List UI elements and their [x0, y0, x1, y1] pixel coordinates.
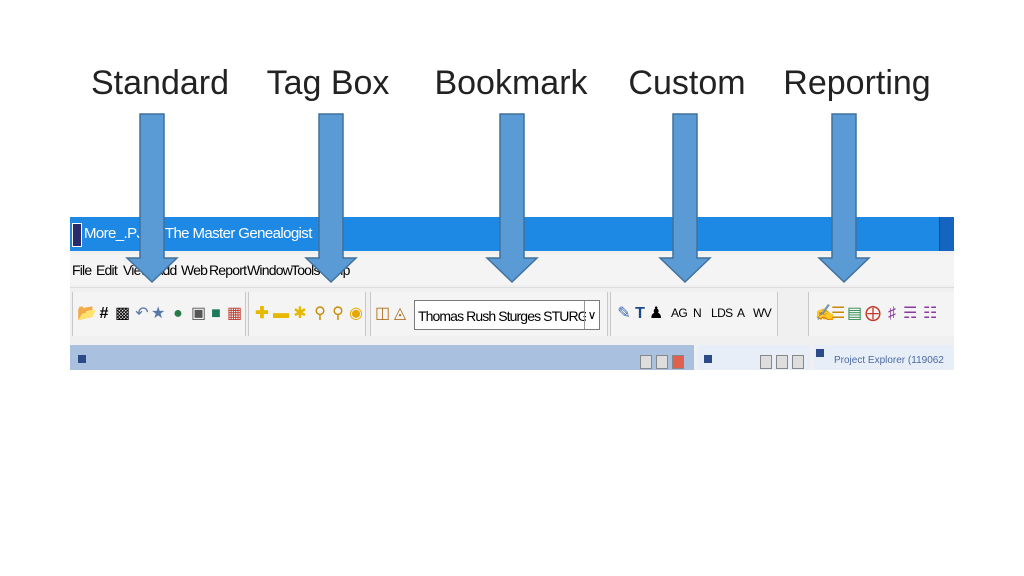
report-pen-icon[interactable]: ✍ [815, 305, 835, 322]
pin-icon[interactable]: T [635, 305, 645, 322]
toolbar-custom: ✎ T ♟ AG N LDS A WV [610, 292, 778, 336]
toolbar-standard: 📂 # ▩ ↶ ★ ● ▣ ■ ▦ [72, 292, 246, 336]
pedigree-chart-icon[interactable]: ☴ [903, 305, 918, 322]
minimize-button[interactable] [760, 355, 772, 369]
add-icon[interactable]: ✚ [255, 305, 269, 322]
close-button[interactable] [792, 355, 804, 369]
app-icon [72, 223, 82, 247]
hash-icon[interactable]: # [99, 305, 109, 322]
arrow-bookmark [485, 113, 539, 284]
asterisk-icon[interactable]: ✱ [293, 305, 307, 322]
arrow-custom [658, 113, 712, 284]
bookmark-value: Thomas Rush Sturges STURGES II (8486) [418, 308, 586, 324]
arrow-reporting [817, 113, 871, 284]
window-control-button[interactable] [939, 217, 954, 251]
menu-web[interactable]: Web [181, 262, 208, 278]
minimize-button[interactable] [640, 355, 652, 369]
custom-button-a[interactable]: A [737, 306, 745, 320]
toolbar-reporting: ✍ ☰ ▤ ⨁ ♯ ☴ ☷ [808, 292, 954, 336]
globe-icon[interactable]: ● [173, 305, 183, 322]
toolbar: 📂 # ▩ ↶ ★ ● ▣ ■ ▦ ✚ ▬ ✱ ⚲ ⚲ ◉ ◫ ◬ Thomas… [70, 287, 954, 343]
chart-icon[interactable]: ▦ [227, 305, 243, 322]
descendant-chart-icon[interactable]: ♯ [888, 305, 896, 322]
toolbar-bookmark: ◫ ◬ Thomas Rush Sturges STURGES II (8486… [370, 292, 608, 336]
binoculars-icon[interactable]: ▩ [115, 305, 131, 322]
search-icon[interactable]: ⚲ [332, 305, 344, 322]
book-icon[interactable]: ■ [211, 305, 221, 322]
person-icon[interactable]: ★ [151, 305, 166, 322]
toolbar-tag-box: ✚ ▬ ✱ ⚲ ⚲ ◉ [248, 292, 366, 336]
label-reporting: Reporting [783, 64, 931, 102]
bookmark-right-icon[interactable]: ◬ [393, 305, 407, 322]
maximize-button[interactable] [776, 355, 788, 369]
menu-report[interactable]: Report [209, 262, 247, 278]
custom-button-ag[interactable]: AG [671, 306, 688, 320]
project-explorer-pane: Project Explorer (119062 [814, 345, 954, 370]
pane-icon [78, 355, 86, 363]
custom-button-lds[interactable]: LDS [711, 306, 733, 320]
timer-icon[interactable]: ◉ [349, 305, 363, 322]
undo-icon[interactable]: ↶ [135, 305, 149, 322]
remove-icon[interactable]: ▬ [273, 305, 289, 322]
maximize-button[interactable] [656, 355, 668, 369]
custom-button-n[interactable]: N [693, 306, 702, 320]
custom-button-wv[interactable]: WV [753, 306, 772, 320]
arrow-standard [125, 113, 179, 284]
report-list-icon[interactable]: ☰ [831, 305, 846, 322]
label-tag-box: Tag Box [266, 64, 390, 102]
main-pane [70, 345, 694, 370]
chevron-down-icon[interactable]: ∨ [584, 301, 599, 329]
key-icon[interactable]: ⚲ [314, 305, 326, 322]
menu-edit[interactable]: Edit [96, 262, 118, 278]
menu-window[interactable]: Window [247, 262, 293, 278]
pen-icon[interactable]: ✎ [617, 305, 631, 322]
people-icon[interactable]: ♟ [649, 305, 664, 322]
menu-file[interactable]: File [72, 262, 92, 278]
pane-icon [704, 355, 712, 363]
close-button[interactable] [672, 355, 684, 369]
label-standard: Standard [91, 64, 229, 102]
notepad-icon[interactable]: ▣ [191, 305, 207, 322]
bookmark-select[interactable]: Thomas Rush Sturges STURGES II (8486) ∨ [414, 300, 600, 330]
label-bookmark: Bookmark [434, 64, 588, 102]
project-explorer-title: Project Explorer (119062 [834, 355, 944, 366]
family-tree-icon[interactable]: ☷ [923, 305, 938, 322]
bookmark-left-icon[interactable]: ◫ [375, 305, 391, 322]
report-book-icon[interactable]: ▤ [847, 305, 863, 322]
open-folder-icon[interactable]: 📂 [77, 305, 97, 322]
window-title: More_.PJC - The Master Genealogist [84, 225, 312, 242]
label-custom: Custom [628, 64, 746, 102]
wheel-chart-icon[interactable]: ⨁ [865, 305, 881, 322]
menu-tools[interactable]: Tools [291, 262, 320, 278]
pane-icon [816, 349, 824, 357]
arrow-tag-box [304, 113, 358, 284]
secondary-pane [698, 345, 810, 370]
window-panes: Project Explorer (119062 [70, 345, 954, 370]
